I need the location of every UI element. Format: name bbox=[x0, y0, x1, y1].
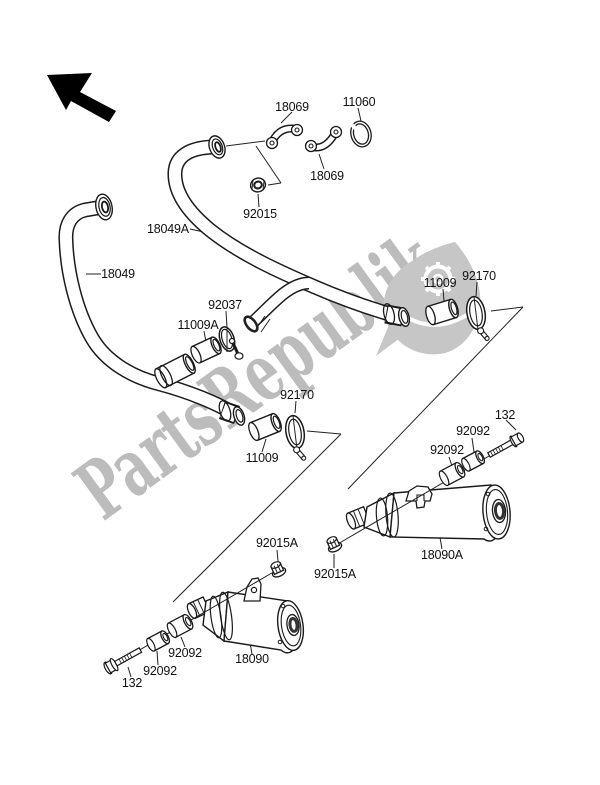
muffler-18090 bbox=[186, 577, 305, 654]
part-label-11009-left: 11009 bbox=[246, 451, 279, 465]
part-label-18049a: 18049A bbox=[147, 222, 190, 236]
exhaust-pipe-18049a bbox=[167, 135, 411, 333]
part-label-11060: 11060 bbox=[343, 95, 376, 109]
muffler-18090a bbox=[345, 484, 511, 542]
ring-11060 bbox=[350, 120, 372, 148]
holder-clamp-18069-right bbox=[304, 125, 343, 153]
part-label-92015a-left: 92015A bbox=[256, 536, 299, 550]
part-label-18090: 18090 bbox=[235, 652, 269, 666]
holder-clamp-18069-left bbox=[265, 123, 304, 150]
gasket-11009a bbox=[190, 336, 222, 364]
clamp-92170-right bbox=[465, 295, 490, 341]
pipe-flange-ring bbox=[95, 193, 113, 221]
part-label-92015: 92015 bbox=[243, 207, 277, 221]
part-label-92015a-right: 92015A bbox=[314, 567, 357, 581]
exhaust-pipe-18049 bbox=[58, 193, 246, 426]
pipe-flange-ring bbox=[208, 135, 226, 159]
collar-92092-left-lower bbox=[146, 630, 171, 652]
part-label-92170-left: 92170 bbox=[280, 388, 314, 402]
part-label-92092-left-upper: 92092 bbox=[168, 646, 202, 660]
damper-92092-right-lower bbox=[438, 461, 466, 487]
gasket-11009-right bbox=[425, 298, 459, 326]
bolt-132-left bbox=[103, 647, 143, 675]
collar-92092-right-upper bbox=[461, 450, 486, 472]
clamp-92037 bbox=[218, 326, 244, 360]
part-label-11009-right: 11009 bbox=[424, 276, 457, 290]
nut-92015 bbox=[249, 177, 267, 193]
part-label-11009a: 11009A bbox=[178, 318, 220, 332]
part-label-92092-right-lower: 92092 bbox=[430, 443, 464, 457]
part-label-92092-right-upper: 92092 bbox=[456, 424, 490, 438]
direction-arrow-icon bbox=[47, 73, 116, 122]
clamp-92170-left bbox=[284, 414, 307, 461]
part-label-132-right: 132 bbox=[495, 408, 516, 422]
bolt-132-right bbox=[486, 432, 525, 459]
nut-92015a-right bbox=[326, 536, 343, 553]
part-label-18069-top: 18069 bbox=[275, 100, 309, 114]
gasket-11009-left bbox=[248, 412, 282, 442]
part-label-18049: 18049 bbox=[101, 267, 135, 281]
part-label-132-left: 132 bbox=[122, 676, 143, 690]
leader-lines bbox=[86, 107, 524, 678]
damper-92092-left-upper bbox=[166, 613, 194, 639]
part-label-18090a: 18090A bbox=[421, 548, 464, 562]
part-label-92170-right: 92170 bbox=[462, 269, 496, 283]
muffler-bracket bbox=[243, 577, 262, 602]
joint-tube bbox=[154, 353, 196, 389]
gear-wing-icon bbox=[376, 242, 481, 356]
part-label-18069-bottom: 18069 bbox=[310, 169, 344, 183]
part-label-92037: 92037 bbox=[208, 298, 242, 312]
nut-92015a-left bbox=[270, 561, 287, 578]
part-label-92092-left-lower: 92092 bbox=[143, 664, 177, 678]
part-labels: 18069 11060 18069 92015 18049A 18049 920… bbox=[101, 95, 515, 690]
